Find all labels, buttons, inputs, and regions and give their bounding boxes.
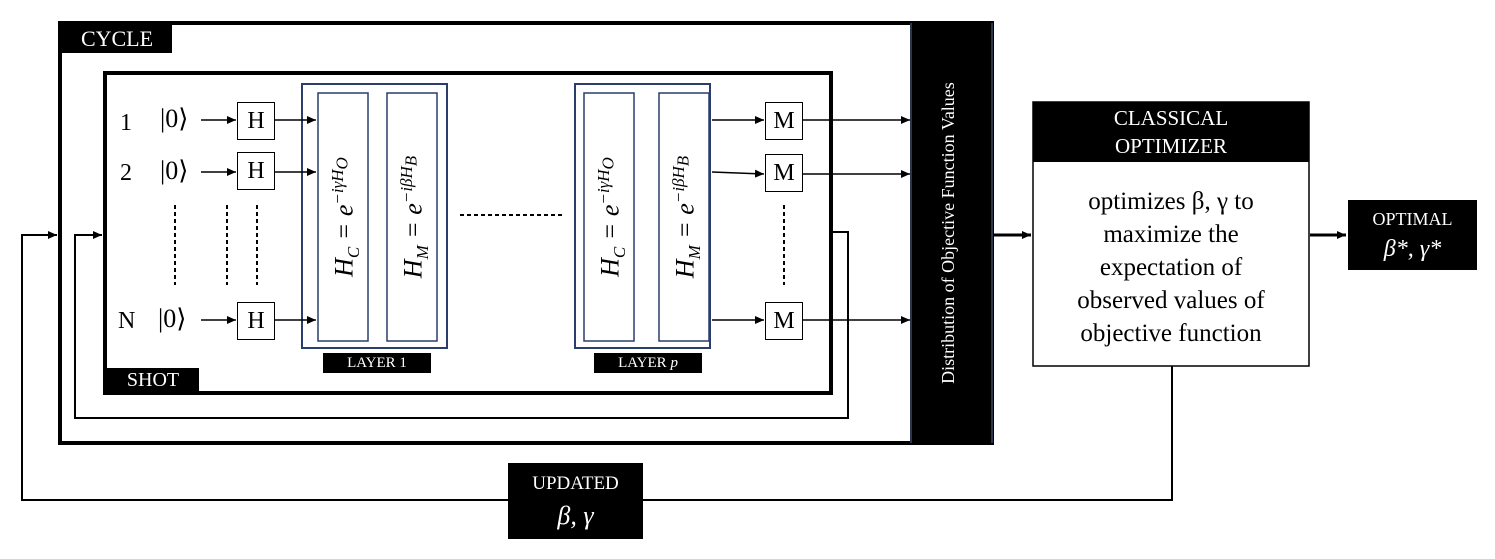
optimal-value: β*, γ* bbox=[1383, 236, 1442, 262]
hadamard-gate-2: H bbox=[237, 152, 275, 190]
measure-gate-1: M bbox=[765, 102, 803, 140]
qubit-index-n: N bbox=[118, 308, 136, 334]
layer-1-box bbox=[301, 83, 448, 349]
shot-box bbox=[103, 71, 833, 395]
layer-1-mixer-operator: HM = e−iβHB bbox=[397, 155, 432, 279]
distribution-label: Distribution of Objective Function Value… bbox=[938, 82, 958, 384]
updated-label: UPDATED bbox=[532, 473, 619, 494]
optimizer-body-line2: maximize the bbox=[1103, 221, 1239, 248]
layer-p-label: LAYER p bbox=[594, 353, 702, 373]
measure-gate-n: M bbox=[765, 302, 803, 340]
layer-p-cost-operator: HC = e−iγHO bbox=[594, 157, 629, 277]
updated-value: β, γ bbox=[557, 501, 594, 530]
qubit-state-1: |0⟩ bbox=[160, 104, 189, 133]
layer-1-label: LAYER 1 bbox=[323, 353, 431, 373]
qubit-index-1: 1 bbox=[120, 110, 132, 136]
layer-p-mixer-box bbox=[658, 92, 710, 342]
hadamard-gate-1: H bbox=[237, 102, 275, 140]
optimizer-description: optimizes β, γ to maximize the expectati… bbox=[1033, 185, 1309, 350]
optimizer-title-bar bbox=[1033, 102, 1309, 162]
optimizer-title-line1: CLASSICAL bbox=[1113, 106, 1229, 130]
optimizer-body-line1: optimizes β, γ to bbox=[1088, 188, 1254, 215]
cycle-label: CYCLE bbox=[62, 25, 172, 53]
optimal-label: OPTIMAL bbox=[1372, 209, 1453, 229]
updated-box: UPDATED β, γ bbox=[508, 463, 643, 539]
optimizer-body-line4: observed values of bbox=[1077, 287, 1265, 314]
distribution-bar bbox=[911, 23, 992, 443]
optimizer-body-line5: objective function bbox=[1080, 320, 1262, 347]
qubit-state-n: |0⟩ bbox=[158, 304, 187, 333]
layer-1-cost-box bbox=[317, 92, 369, 342]
qubit-index-2: 2 bbox=[120, 160, 132, 186]
layer-p-box bbox=[574, 83, 711, 349]
optimal-box: OPTIMAL β*, γ* bbox=[1348, 200, 1477, 270]
layer-1-mixer-box bbox=[386, 92, 438, 342]
layer-p-cost-box bbox=[583, 92, 635, 342]
hadamard-gate-n: H bbox=[237, 302, 275, 340]
optimizer-title-line2: OPTIMIZER bbox=[1115, 134, 1227, 158]
layer-1-cost-operator: HC = e−iγHO bbox=[328, 157, 363, 277]
layer-p-mixer-operator: HM = e−iβHB bbox=[669, 155, 704, 279]
qubit-state-2: |0⟩ bbox=[160, 156, 189, 185]
cycle-box bbox=[58, 21, 994, 445]
measure-gate-2: M bbox=[765, 154, 803, 192]
optimizer-body-line3: expectation of bbox=[1099, 254, 1243, 281]
shot-label: SHOT bbox=[107, 368, 199, 392]
